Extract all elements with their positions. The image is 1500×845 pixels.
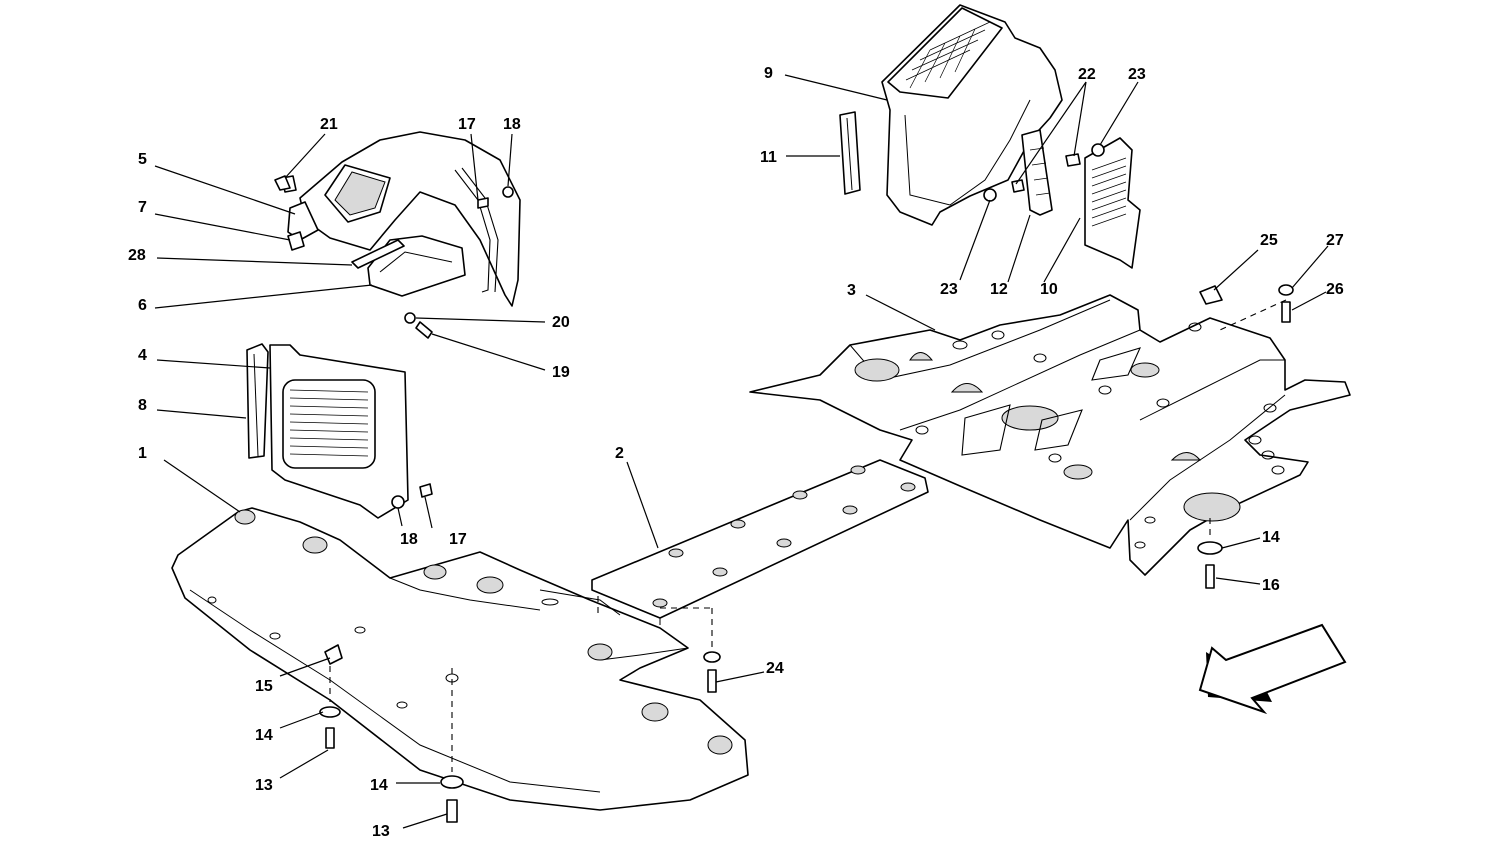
front-grille-seal-part-8 (246, 343, 269, 459)
callout-7: 7 (138, 199, 147, 216)
center-flat-panel-part-2 (591, 459, 929, 625)
front-wheelhouse-strip-part-28 (351, 239, 405, 269)
front-undertray-part-1 (171, 507, 749, 811)
callout-26: 26 (1326, 281, 1344, 298)
callout-1: 1 (138, 445, 147, 462)
front-grille-part-4 (269, 344, 409, 519)
callout-22: 22 (1078, 66, 1096, 83)
callout-10: 10 (1040, 281, 1058, 298)
callout-27: 27 (1326, 232, 1344, 249)
callout-17-upper: 17 (458, 116, 476, 133)
front-wheelhouse-cover-part-6 (367, 235, 466, 297)
callout-25: 25 (1260, 232, 1278, 249)
callout-labels: 1 2 3 4 5 6 7 8 9 10 11 12 13 13 14 14 1… (128, 65, 1344, 840)
callout-16: 16 (1262, 577, 1280, 594)
callout-14-left: 14 (255, 727, 273, 744)
callout-24: 24 (766, 660, 784, 677)
callout-13-bottom: 13 (372, 823, 390, 840)
callout-21: 21 (320, 116, 338, 133)
callout-17-lower: 17 (449, 531, 467, 548)
callout-15: 15 (255, 678, 273, 695)
callout-3: 3 (847, 282, 856, 299)
callout-28: 28 (128, 247, 146, 264)
rear-undertray-part-3 (749, 294, 1351, 576)
front-wheelhouse-part-5 (281, 131, 521, 307)
callout-14-right: 14 (1262, 529, 1280, 546)
rear-wheelhouse-seal-part-11 (839, 111, 861, 195)
callout-18-upper: 18 (503, 116, 521, 133)
callout-5: 5 (138, 151, 147, 168)
callout-11: 11 (760, 149, 777, 166)
callout-14-bottom: 14 (370, 777, 388, 794)
callout-13-left: 13 (255, 777, 273, 794)
callout-6: 6 (138, 297, 147, 314)
hardware-fasteners (274, 143, 1294, 823)
callout-23-right: 23 (1128, 66, 1146, 83)
callout-9: 9 (764, 65, 773, 82)
callout-12: 12 (990, 281, 1008, 298)
callout-leader-lines (154, 74, 1329, 829)
callout-4: 4 (138, 347, 147, 364)
direction-arrow-icon (1198, 623, 1347, 715)
rear-wheelhouse-seal-part-12 (1021, 129, 1053, 216)
rear-grille-part-10 (1084, 137, 1141, 269)
callout-20: 20 (552, 314, 570, 331)
callout-23-left: 23 (940, 281, 958, 298)
callout-18-lower: 18 (400, 531, 418, 548)
callout-2: 2 (615, 445, 624, 462)
assembly-axis-lines (329, 299, 1287, 772)
rear-wheelhouse-part-9 (881, 4, 1063, 226)
callout-19: 19 (552, 364, 570, 381)
wheelhouse-bracket-part-7 (287, 231, 305, 251)
callout-8: 8 (138, 397, 147, 414)
